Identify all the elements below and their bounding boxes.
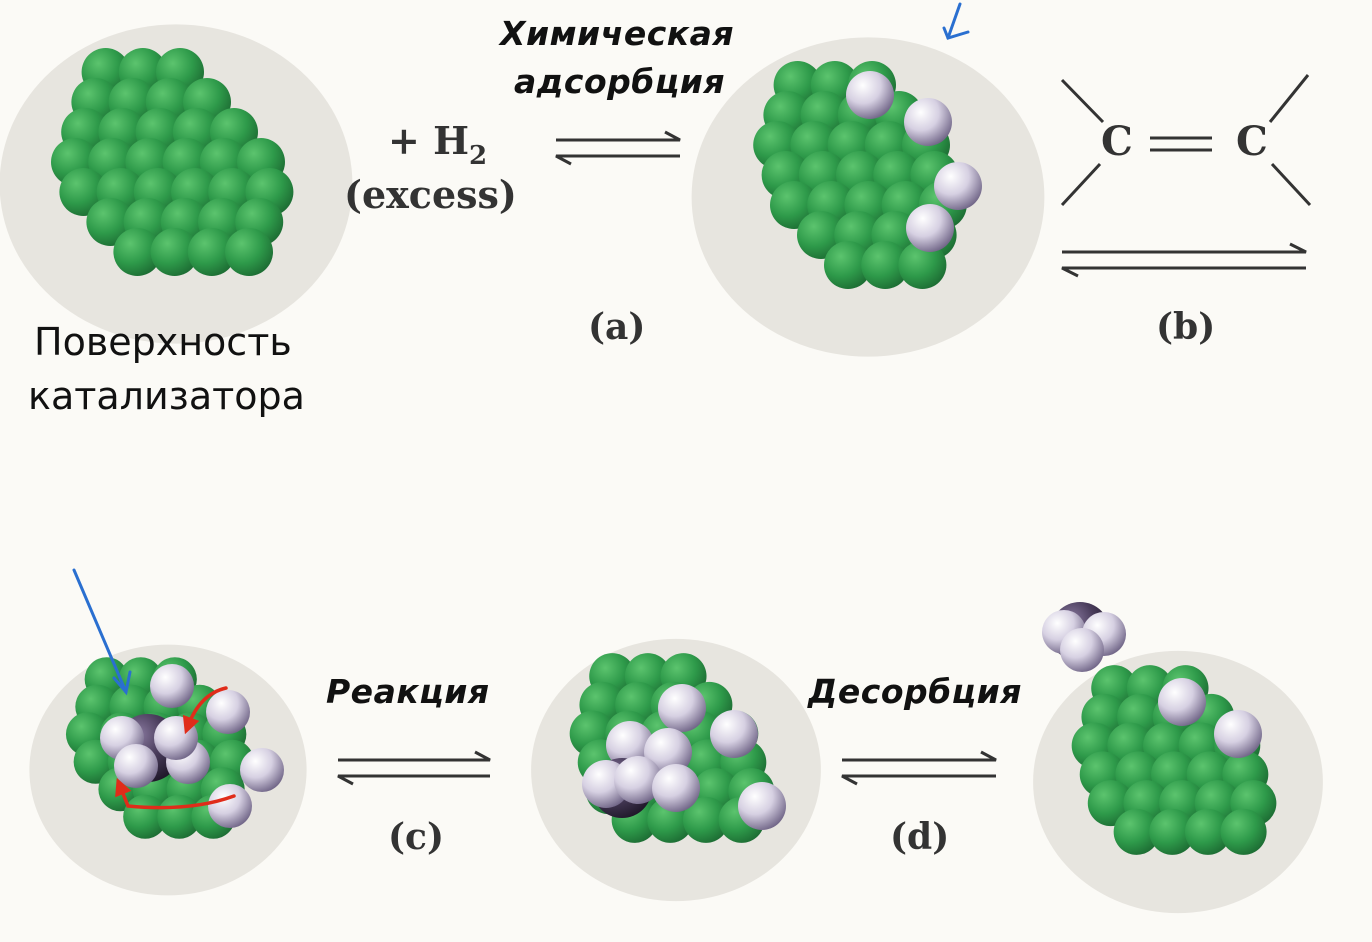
catalyst-surface-bare bbox=[0, 24, 353, 344]
hydrogen-atom bbox=[1158, 678, 1206, 726]
red-reaction-arrows bbox=[115, 686, 236, 810]
equilibrium-arrow-b bbox=[1061, 242, 1307, 278]
hydrogen-atom bbox=[652, 764, 700, 812]
step-label-a: (a) bbox=[588, 306, 646, 348]
step-label-b: (b) bbox=[1156, 306, 1216, 348]
catalyst-atom bbox=[824, 241, 872, 289]
hydrogen-atom bbox=[904, 98, 952, 146]
carbon-right: C bbox=[1236, 118, 1268, 165]
hydrogen-atom bbox=[644, 728, 692, 776]
hydrogen-atom bbox=[1214, 710, 1262, 758]
label-chemical-adsorption-1: Химическая bbox=[500, 14, 735, 53]
catalyst-atom bbox=[1184, 808, 1231, 855]
label-desorption: Десорбция bbox=[808, 672, 1022, 711]
hydrogen-atom bbox=[658, 684, 706, 732]
step-label-c: (c) bbox=[388, 816, 444, 858]
catalyst-atom bbox=[898, 241, 947, 289]
equilibrium-arrow-a bbox=[555, 130, 681, 166]
label-catalyst-surface-2: катализатора bbox=[28, 374, 305, 418]
catalyst-atom bbox=[113, 228, 162, 276]
hydrogen-atom bbox=[208, 784, 252, 828]
catalyst-atom bbox=[682, 796, 729, 843]
equilibrium-arrow-c bbox=[337, 750, 491, 786]
step-label-d: (d) bbox=[890, 816, 950, 858]
hydrogen-atom bbox=[614, 756, 662, 804]
ethylene-structure bbox=[1060, 74, 1312, 207]
hydrogen-atom bbox=[150, 664, 194, 708]
catalyst-atom bbox=[187, 228, 236, 276]
catalyst-atom bbox=[1113, 808, 1160, 855]
catalyst-atom bbox=[225, 228, 273, 276]
hydrogen-atom bbox=[240, 748, 284, 792]
catalyst-atom bbox=[1149, 808, 1196, 855]
label-reaction: Реакция bbox=[326, 672, 490, 711]
hydrogen-atom bbox=[934, 162, 982, 210]
label-excess: (excess) bbox=[344, 172, 517, 217]
blue-pointer-arrow-top bbox=[942, 2, 970, 40]
label-h2-subscript: 2 bbox=[468, 141, 488, 171]
catalyst-atom bbox=[861, 241, 910, 289]
label-h2-plus: + H bbox=[388, 118, 469, 163]
hydrogen-atom bbox=[154, 716, 198, 760]
adsorbed-hydrogen-atoms bbox=[100, 71, 1262, 830]
hydrogen-atom bbox=[114, 744, 158, 788]
blue-pointer-arrow-bottom bbox=[72, 568, 132, 696]
hydrogen-atom bbox=[906, 204, 954, 252]
hydrogen-atom bbox=[738, 782, 786, 830]
catalyst-atom bbox=[150, 228, 199, 276]
equilibrium-arrow-d bbox=[841, 750, 997, 786]
hydrogen-atom bbox=[846, 71, 894, 119]
carbon-left: C bbox=[1101, 118, 1133, 165]
hydrogen-atom bbox=[710, 710, 758, 758]
label-h2: + H2 bbox=[388, 118, 487, 171]
hydrogen-atom bbox=[1060, 628, 1104, 672]
hydrogen-atom bbox=[206, 690, 250, 734]
label-catalyst-surface-1: Поверхность bbox=[34, 320, 292, 364]
label-chemical-adsorption-2: адсорбция bbox=[514, 62, 726, 101]
catalyst-atom bbox=[1220, 808, 1267, 855]
